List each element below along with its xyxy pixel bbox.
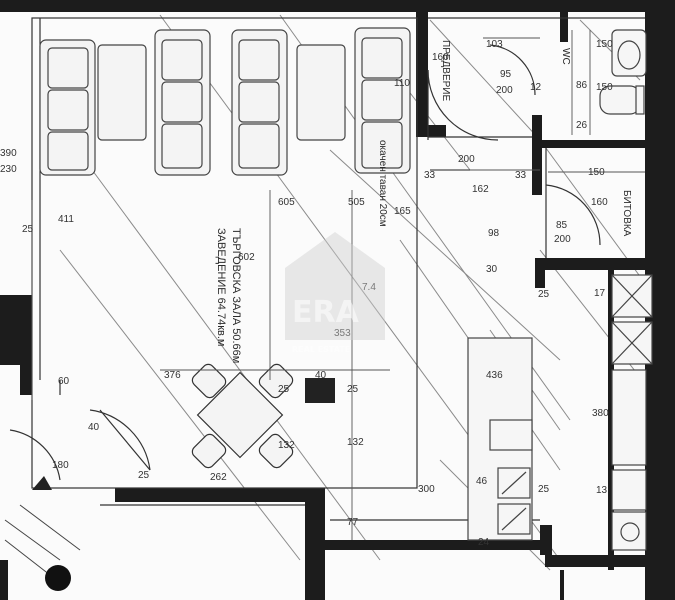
dim-103: 103 xyxy=(486,39,503,50)
dimension-labels: 103 150 95 200 12 150 86 26 160 33 33 20… xyxy=(0,39,613,548)
dim-25-b: 25 xyxy=(347,384,359,395)
dim-17: 17 xyxy=(594,288,606,299)
dim-150-utility: 150 xyxy=(588,167,605,178)
dim-200-mid: 200 xyxy=(458,154,475,165)
kitchen-cabinets xyxy=(611,274,653,551)
dimension-lines xyxy=(31,30,645,540)
bar-counter xyxy=(467,337,533,541)
room-label-utility: БИТОВКА xyxy=(621,190,632,237)
dim-24: 24 xyxy=(478,537,490,548)
dim-150-top: 150 xyxy=(596,39,613,50)
dim-160-utility: 160 xyxy=(591,197,608,208)
dim-98: 98 xyxy=(488,228,500,239)
dim-602: 602 xyxy=(238,252,255,263)
dim-436: 436 xyxy=(486,370,503,381)
watermark-sub: REAL ESTATE xyxy=(292,345,350,354)
dim-60: 60 xyxy=(58,376,70,387)
ceiling-note: окачен таван 20см xyxy=(377,140,388,227)
dim-30: 30 xyxy=(486,264,498,275)
structural-column xyxy=(305,378,335,403)
dim-13: 13 xyxy=(596,485,608,496)
dim-110: 110 xyxy=(394,78,410,89)
drain-circle xyxy=(45,565,71,591)
dim-40-b: 40 xyxy=(88,422,100,433)
dim-132-a: 132 xyxy=(347,437,364,448)
dim-86: 86 xyxy=(576,80,588,91)
dim-165: 165 xyxy=(394,206,411,217)
dim-25-f: 25 xyxy=(22,224,34,235)
dim-162: 162 xyxy=(472,184,489,195)
dim-505: 505 xyxy=(348,197,365,208)
dim-150-wc: 150 xyxy=(596,82,613,93)
room-label-establishment: ЗАВЕДЕНИЕ 64.74кв.м xyxy=(215,228,227,347)
room-label-vestibule: ПРЕДВЕРИЕ xyxy=(440,40,451,101)
room-label-sales-hall: ТЪРГОВСКА ЗАЛА 50.66м xyxy=(230,228,242,363)
dim-353: 353 xyxy=(334,328,351,339)
room-label-wc: WC xyxy=(560,48,571,65)
dining-table xyxy=(191,363,294,469)
dim-25-c: 25 xyxy=(278,384,290,395)
dim-200-vestibule: 200 xyxy=(496,85,513,96)
dim-26: 26 xyxy=(576,120,588,131)
stairs xyxy=(4,504,81,576)
entrance-arrow xyxy=(32,476,52,490)
dim-376: 376 xyxy=(164,370,181,381)
watermark-brand: ERA xyxy=(292,295,360,330)
dim-7-4: 7.4 xyxy=(362,282,376,293)
dim-95: 95 xyxy=(500,69,512,80)
watermark: ERA REAL ESTATE xyxy=(285,232,385,354)
dim-33-right: 33 xyxy=(515,170,527,181)
dim-605: 605 xyxy=(278,197,295,208)
dim-200-utility: 200 xyxy=(554,234,571,245)
dim-390: 390 xyxy=(0,148,17,159)
dim-300: 300 xyxy=(418,484,435,495)
dim-25-a: 25 xyxy=(538,289,550,300)
wc-fixtures xyxy=(599,29,647,115)
dim-380: 380 xyxy=(592,408,609,419)
dim-160: 160 xyxy=(432,52,449,63)
dim-262: 262 xyxy=(210,472,227,483)
dim-132-b: 132 xyxy=(278,440,295,451)
door-swings xyxy=(9,44,601,481)
dim-40: 40 xyxy=(315,370,327,381)
dim-25-d: 25 xyxy=(538,484,550,495)
dim-411: 411 xyxy=(58,214,74,225)
dim-77: 77 xyxy=(347,517,359,528)
dim-46: 46 xyxy=(476,476,488,487)
room-outlines xyxy=(31,17,645,521)
dim-85: 85 xyxy=(556,220,568,231)
dim-25-e: 25 xyxy=(138,470,150,481)
dim-180: 180 xyxy=(52,460,69,471)
sofa-furniture xyxy=(39,27,411,176)
dim-33-left: 33 xyxy=(424,170,436,181)
dim-230: 230 xyxy=(0,164,17,175)
dim-12: 12 xyxy=(530,82,542,93)
